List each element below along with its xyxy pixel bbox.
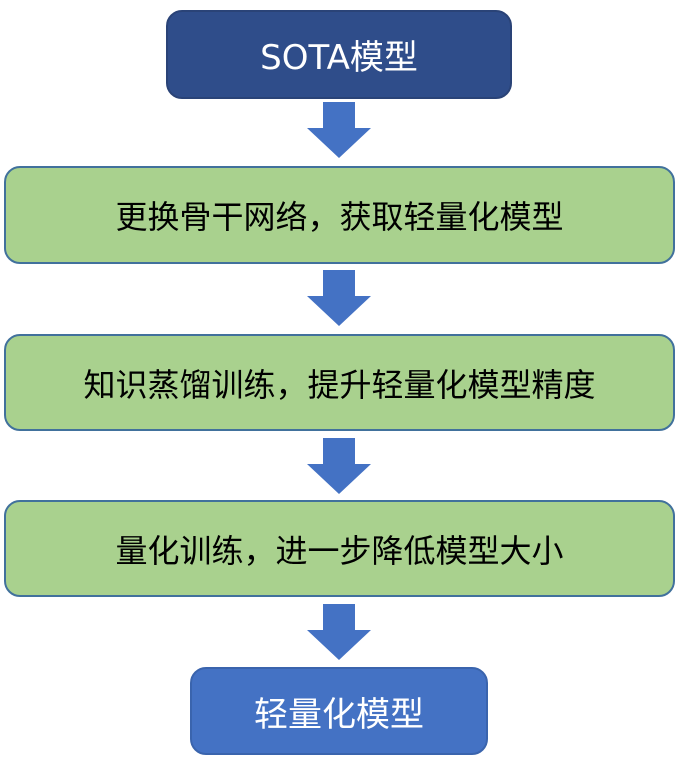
- arrow-down-icon: [307, 102, 371, 158]
- arrow-down-icon: [307, 604, 371, 660]
- arrow-down-icon: [307, 270, 371, 326]
- step-node-label: 量化训练，进一步降低模型大小: [115, 531, 564, 570]
- end-node-label: 轻量化模型: [254, 694, 424, 735]
- step-node-label: 更换骨干网络，获取轻量化模型: [115, 198, 564, 236]
- step-node: 知识蒸馏训练，提升轻量化模型精度: [4, 334, 675, 431]
- start-node-label: SOTA模型: [260, 38, 418, 78]
- start-node: SOTA模型: [166, 10, 512, 99]
- end-node: 轻量化模型: [190, 667, 488, 755]
- step-node: 量化训练，进一步降低模型大小: [4, 500, 675, 597]
- step-node-label: 知识蒸馏训练，提升轻量化模型精度: [83, 365, 596, 404]
- step-node: 更换骨干网络，获取轻量化模型: [4, 166, 675, 264]
- arrow-down-icon: [307, 438, 371, 494]
